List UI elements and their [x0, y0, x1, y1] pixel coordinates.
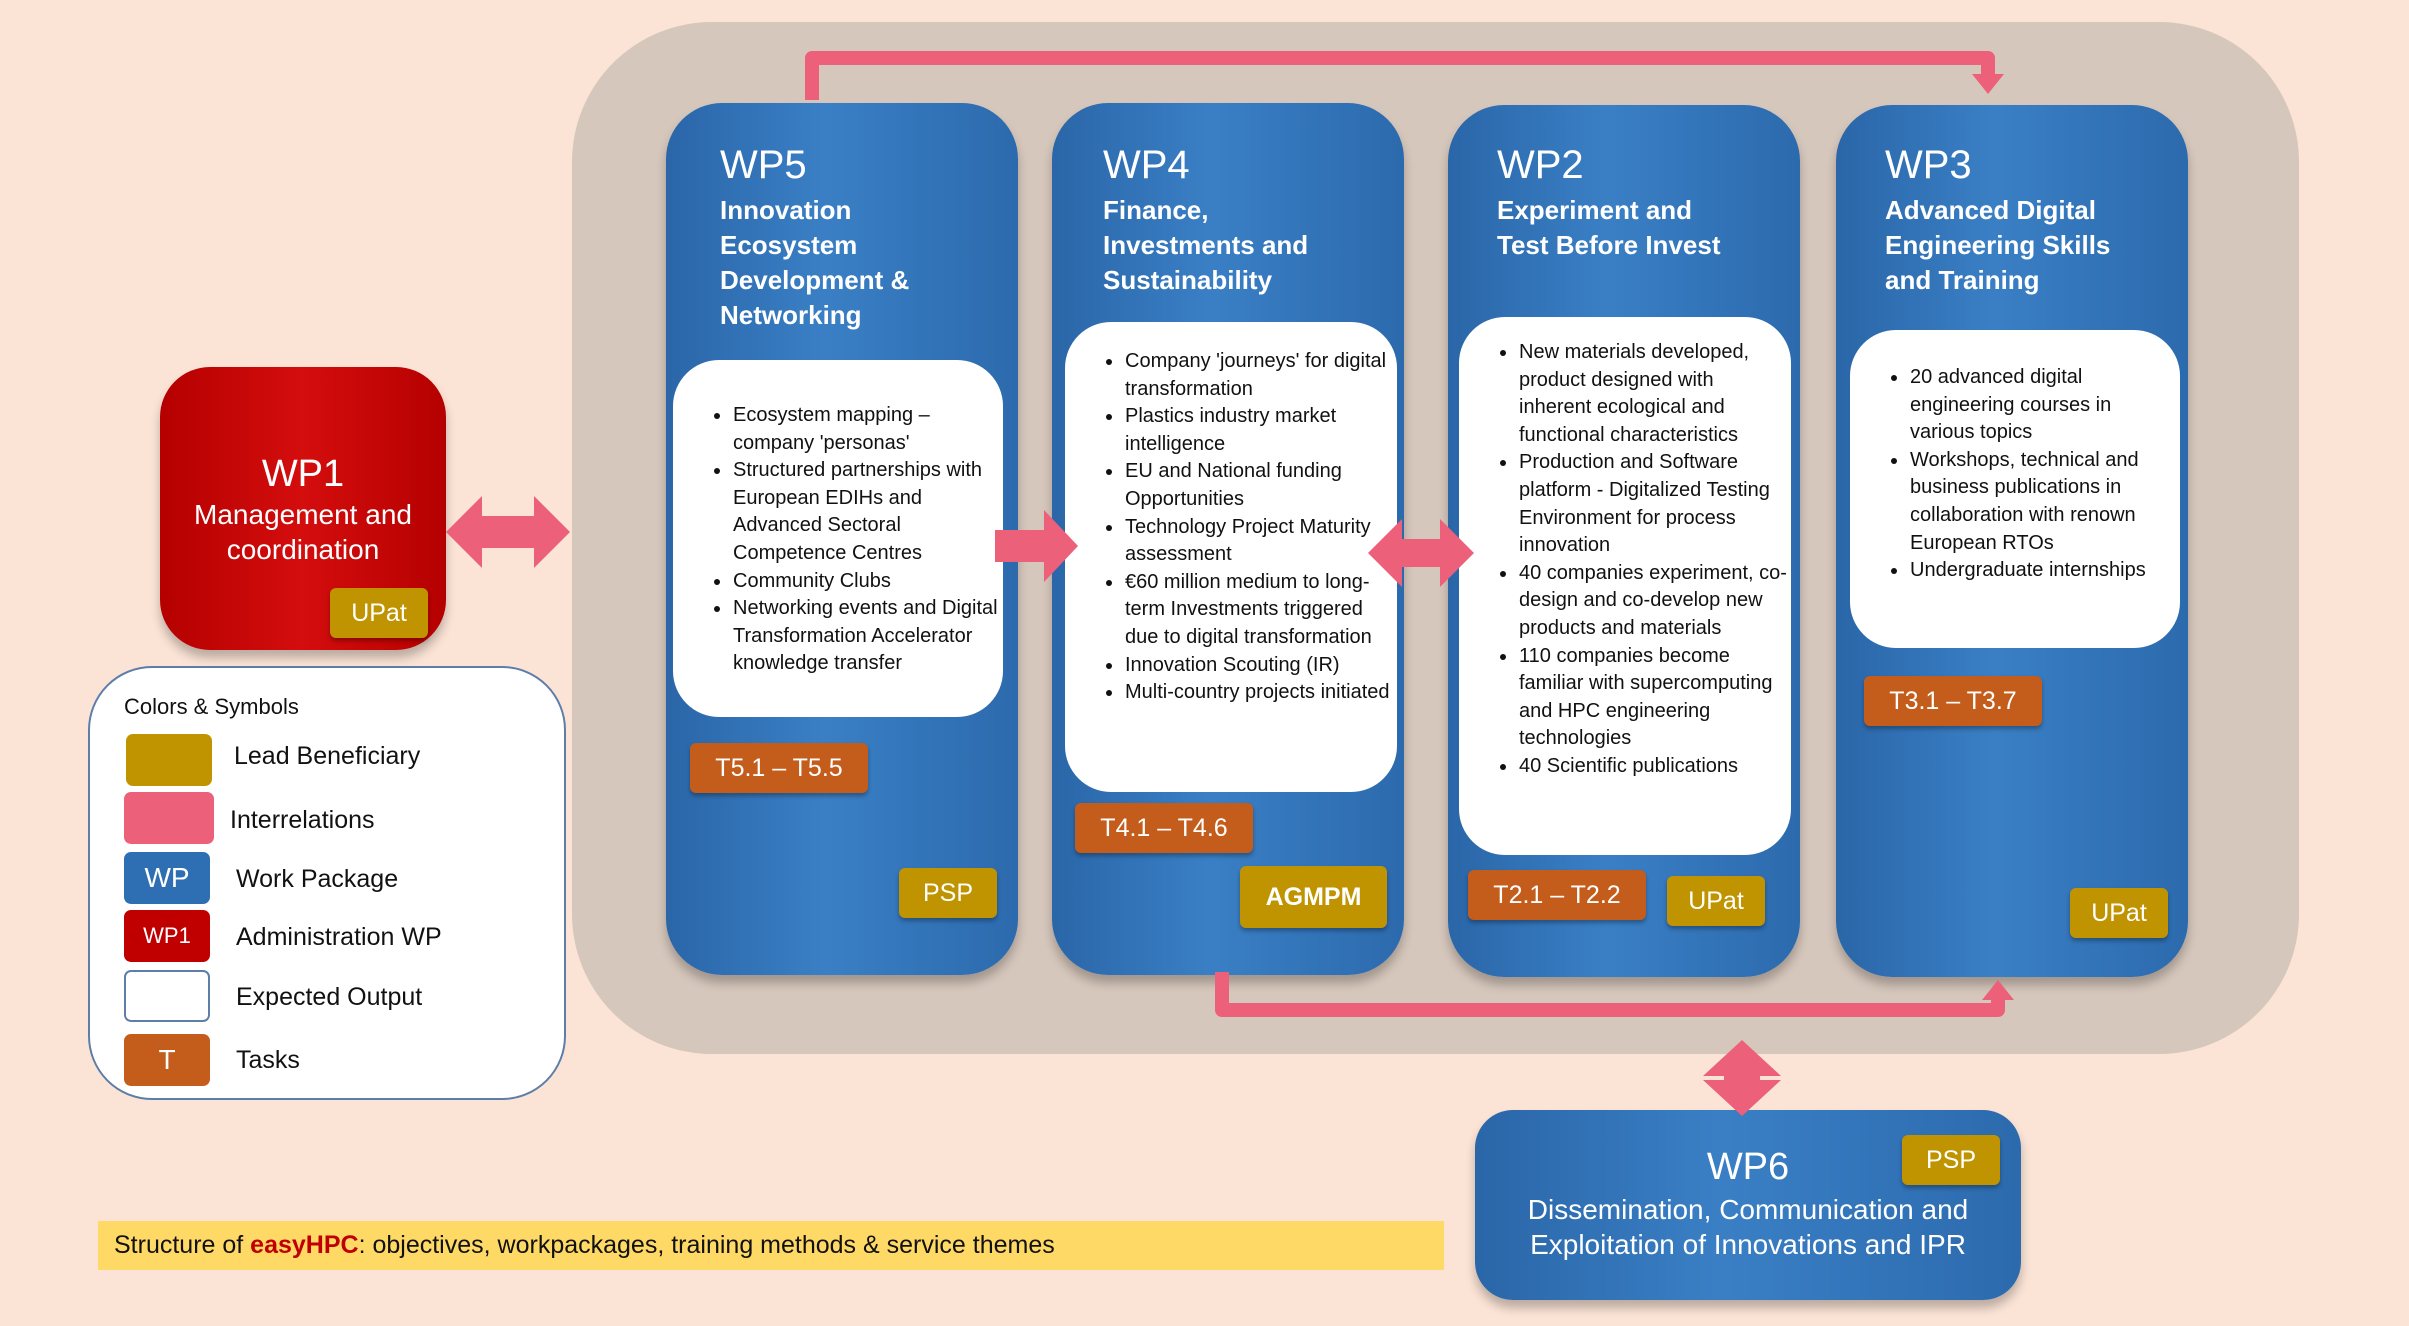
wp2-number: WP2: [1497, 143, 1584, 187]
wp1-title: Management and coordination: [194, 499, 412, 565]
wp2-lead-badge: UPat: [1667, 876, 1765, 926]
output-item: Networking events and Digital Transforma…: [732, 595, 1003, 678]
output-item: Plastics industry market intelligence: [1124, 403, 1397, 458]
wp5-lead-badge: PSP: [899, 868, 997, 918]
legend-label-admin: Administration WP: [236, 923, 442, 951]
output-item: 110 companies become familiar with super…: [1518, 643, 1791, 753]
output-item: Community Clubs: [732, 568, 1003, 596]
interrelation-arrowhead-top: [1972, 74, 2004, 94]
wp4-tasks-badge: T4.1 – T4.6: [1075, 803, 1253, 853]
legend-swatch-admin: WP1: [124, 910, 210, 962]
wp6-lead-badge: PSP: [1902, 1135, 2000, 1185]
legend-swatch-tasks: T: [124, 1034, 210, 1086]
output-item: Production and Software platform - Digit…: [1518, 449, 1791, 559]
legend-label-wp: Work Package: [236, 865, 399, 893]
wp4-title: Finance, Investments and Sustainability: [1103, 195, 1309, 295]
output-item: Structured partnerships with European ED…: [732, 457, 1003, 567]
wp3-expected-output: 20 advanced digital engineering courses …: [1850, 330, 2180, 648]
wp5-expected-output: Ecosystem mapping – company 'personas' S…: [673, 360, 1003, 717]
output-item: Company 'journeys' for digital transform…: [1124, 348, 1397, 403]
legend-swatch-interrelation: [124, 792, 214, 844]
wp4-lead-badge: AGMPM: [1240, 866, 1387, 928]
caption: Structure of easyHPC: objectives, workpa…: [98, 1221, 1444, 1270]
output-item: 40 Scientific publications: [1518, 753, 1791, 781]
wp6-number: WP6: [1706, 1146, 1790, 1188]
legend-label-lead: Lead Beneficiary: [234, 742, 421, 770]
caption-brand: easyHPC: [250, 1231, 359, 1259]
wp1-number: WP1: [261, 453, 345, 495]
output-item: New materials developed, product designe…: [1518, 339, 1791, 449]
interrelation-arrow-top: [805, 51, 1995, 100]
output-item: 20 advanced digital engineering courses …: [1909, 364, 2180, 447]
wp5-wp4-arrow: [995, 510, 1078, 582]
wp5-tasks-badge: T5.1 – T5.5: [690, 743, 868, 793]
wp3-tasks-badge: T3.1 – T3.7: [1864, 676, 2042, 726]
legend-swatch-output: [124, 970, 210, 1022]
legend-label-interrelation: Interrelations: [230, 806, 375, 834]
output-item: 40 companies experiment, co-design and c…: [1518, 560, 1791, 643]
output-item: Workshops, technical and business public…: [1909, 447, 2180, 557]
wp2-expected-output: New materials developed, product designe…: [1459, 317, 1791, 855]
wp6-title: Dissemination, Communication and Exploit…: [1527, 1194, 1969, 1260]
wp4-wp2-double-arrow: [1368, 519, 1474, 587]
legend-title: Colors & Symbols: [124, 694, 299, 719]
wp4-number: WP4: [1103, 143, 1190, 187]
wp2-title: Experiment and Test Before Invest: [1497, 195, 1721, 260]
legend-swatch-lead: [126, 734, 212, 786]
group-wp6-double-arrow: [1703, 1040, 1781, 1116]
interrelation-arrowhead-bottom: [1982, 980, 2014, 1000]
wp5-title: Innovation Ecosystem Development & Netwo…: [720, 195, 910, 330]
output-item: Ecosystem mapping – company 'personas': [732, 402, 1003, 457]
legend-label-tasks: Tasks: [236, 1046, 300, 1074]
output-item: EU and National funding Opportunities: [1124, 458, 1397, 513]
wp1-group-double-arrow: [446, 496, 570, 568]
interrelation-arrow-bottom: [1215, 972, 2005, 1017]
wp4-expected-output: Company 'journeys' for digital transform…: [1065, 322, 1397, 792]
legend-swatch-wp: WP: [124, 852, 210, 904]
wp3-title: Advanced Digital Engineering Skills and …: [1885, 195, 2111, 295]
wp5-number: WP5: [720, 143, 807, 187]
output-item: €60 million medium to long-term Investme…: [1124, 569, 1397, 652]
output-item: Multi-country projects initiated: [1124, 679, 1397, 707]
wp3-number: WP3: [1885, 143, 1972, 187]
output-item: Undergraduate internships: [1909, 557, 2180, 585]
wp3-lead-badge: UPat: [2070, 888, 2168, 938]
wp2-tasks-badge: T2.1 – T2.2: [1468, 870, 1646, 920]
wp1-lead-badge: UPat: [330, 588, 428, 638]
output-item: Innovation Scouting (IR): [1124, 652, 1397, 680]
output-item: Technology Project Maturity assessment: [1124, 514, 1397, 569]
legend-label-output: Expected Output: [236, 983, 423, 1011]
